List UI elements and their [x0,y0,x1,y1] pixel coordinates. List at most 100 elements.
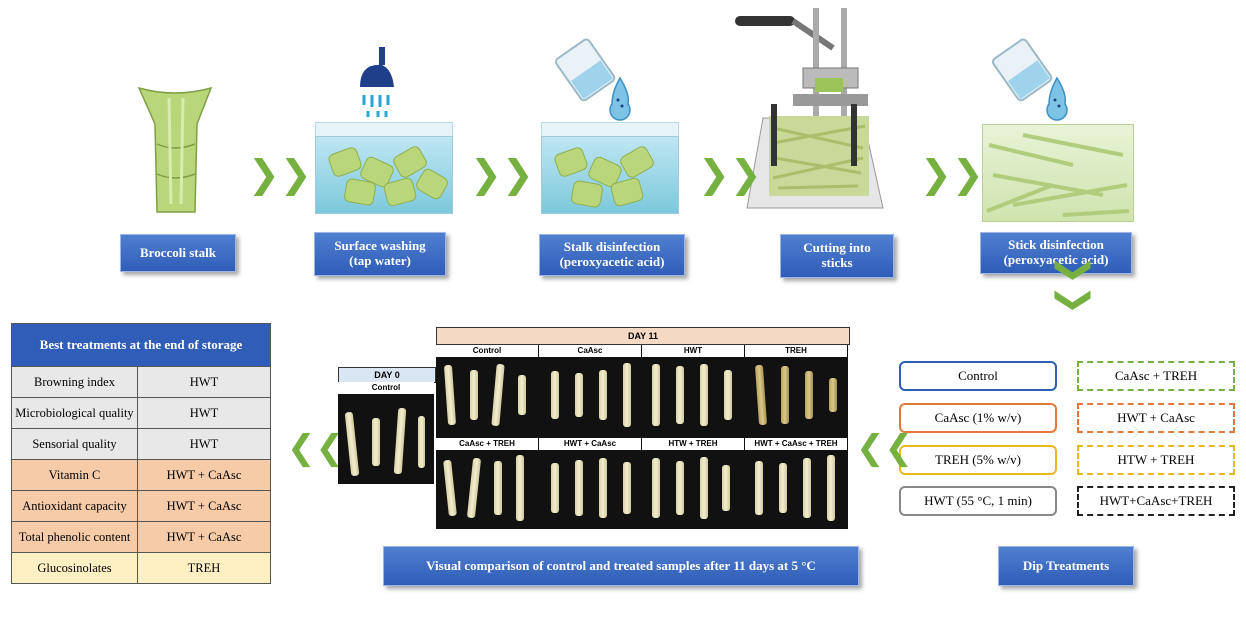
broccoli-stick [443,364,457,426]
broccoli-stick [652,364,660,426]
photo-label: HWT + CaAsc [539,438,641,450]
treatment-cell: HWT + CaAsc [137,490,271,522]
broccoli-stick [803,458,811,518]
chevron-right-icon: ❯❯ [698,152,762,196]
chevron-right-icon: ❯❯ [920,152,984,196]
treatment-hwt-caasc: HWT + CaAsc [1077,403,1235,433]
photo-day11-cell: HWT + CaAsc + TREH [745,438,847,528]
day11-header: DAY 11 [436,327,850,345]
broccoli-stick [805,371,813,419]
treatment-caasc: CaAsc (1% w/v) [899,403,1057,433]
photo-label: Control [436,345,538,357]
treatment-hwt: HWT (55 °C, 1 min) [899,486,1057,516]
step-label-stick-disinfection: Stick disinfection(peroxyacetic acid) [980,232,1132,274]
broccoli-stick [754,364,768,426]
photo-day11-cell: Control [436,345,538,435]
treatment-cell: HWT + CaAsc [137,521,271,553]
photo-label: HWT + CaAsc + TREH [745,438,847,450]
photo-label: CaAsc [539,345,641,357]
chevron-right-icon: ❯❯ [470,152,534,196]
treatment-cell: HWT + CaAsc [137,459,271,491]
chevron-right-icon: ❯❯ [248,152,312,196]
broccoli-stick [623,462,631,514]
broccoli-stick [676,461,684,515]
broccoli-stick [700,364,708,426]
broccoli-stick [829,378,837,412]
treatment-cell: HWT [137,366,271,398]
broccoli-stalk-illustration [135,84,215,214]
photo-day11-cell: HWT [642,345,744,435]
broccoli-stick [599,458,607,518]
photo-label: HTW + TREH [642,438,744,450]
photo-caption: Visual comparison of control and treated… [383,546,859,586]
stick-tank [982,124,1134,222]
metric-cell: Microbiological quality [11,397,138,429]
broccoli-stick [781,366,789,424]
photo-day11-cell: CaAsc [539,345,641,435]
stick-cutter-illustration [733,8,898,220]
photo-day11-cell: CaAsc + TREH [436,438,538,528]
treatment-caasc-treh: CaAsc + TREH [1077,361,1235,391]
broccoli-stick [518,375,526,415]
metric-cell: Glucosinolates [11,552,138,584]
broccoli-stick [494,461,502,515]
broccoli-stick [724,370,732,420]
chevron-left-icon: ❮❮ [287,428,344,468]
day0-header: DAY 0 [338,367,436,383]
photo-label: HWT [642,345,744,357]
best-treatments-table: Best treatments at the end of storage Br… [11,323,271,584]
photo-day11-cell: HTW + TREH [642,438,744,528]
chevron-down-icon: ❯❯ [1054,254,1096,316]
step-label-broccoli-stalk: Broccoli stalk [120,234,236,272]
photo-label: TREH [745,345,847,357]
broccoli-stick [623,363,631,427]
treatment-cell: HWT [137,397,271,429]
stalk-piece [570,179,604,209]
treatment-control: Control [899,361,1057,391]
metric-cell: Vitamin C [11,459,138,491]
broccoli-stick [700,457,708,519]
beaker-icon [548,34,638,124]
shower-head-icon [352,45,402,120]
broccoli-stick [466,457,482,519]
broccoli-stick [470,370,478,420]
stalk-piece [343,177,377,207]
broccoli-stick [676,366,684,424]
metric-cell: Browning index [11,366,138,398]
metric-cell: Antioxidant capacity [11,490,138,522]
treatment-hwt-caasc-treh: HWT+CaAsc+TREH [1077,486,1235,516]
broccoli-stick [575,460,583,516]
photo-day0-control: Control [338,382,434,484]
broccoli-stick [599,370,607,420]
broccoli-stick [722,465,730,511]
step-label-stalk-disinfection: Stalk disinfection(peroxyacetic acid) [539,234,685,276]
broccoli-stick [551,371,559,419]
beaker-icon [985,34,1075,124]
table-title: Best treatments at the end of storage [11,323,271,367]
broccoli-stick [443,459,457,517]
photo-day11-cell: HWT + CaAsc [539,438,641,528]
metric-cell: Total phenolic content [11,521,138,553]
broccoli-stick [652,458,660,518]
treatment-cell: HWT [137,428,271,460]
broccoli-stick [575,373,583,417]
broccoli-stick [491,363,505,427]
broccoli-stick [516,455,524,521]
treatment-treh: TREH (5% w/v) [899,445,1057,475]
chevron-left-icon: ❮❮ [856,428,913,468]
broccoli-stick [827,455,835,521]
step-label-surface-washing: Surface washing(tap water) [314,232,446,276]
metric-cell: Sensorial quality [11,428,138,460]
treatment-htw-treh: HTW + TREH [1077,445,1235,475]
photo-label: CaAsc + TREH [436,438,538,450]
broccoli-stick [779,463,787,513]
dip-treatments-label: Dip Treatments [998,546,1134,586]
